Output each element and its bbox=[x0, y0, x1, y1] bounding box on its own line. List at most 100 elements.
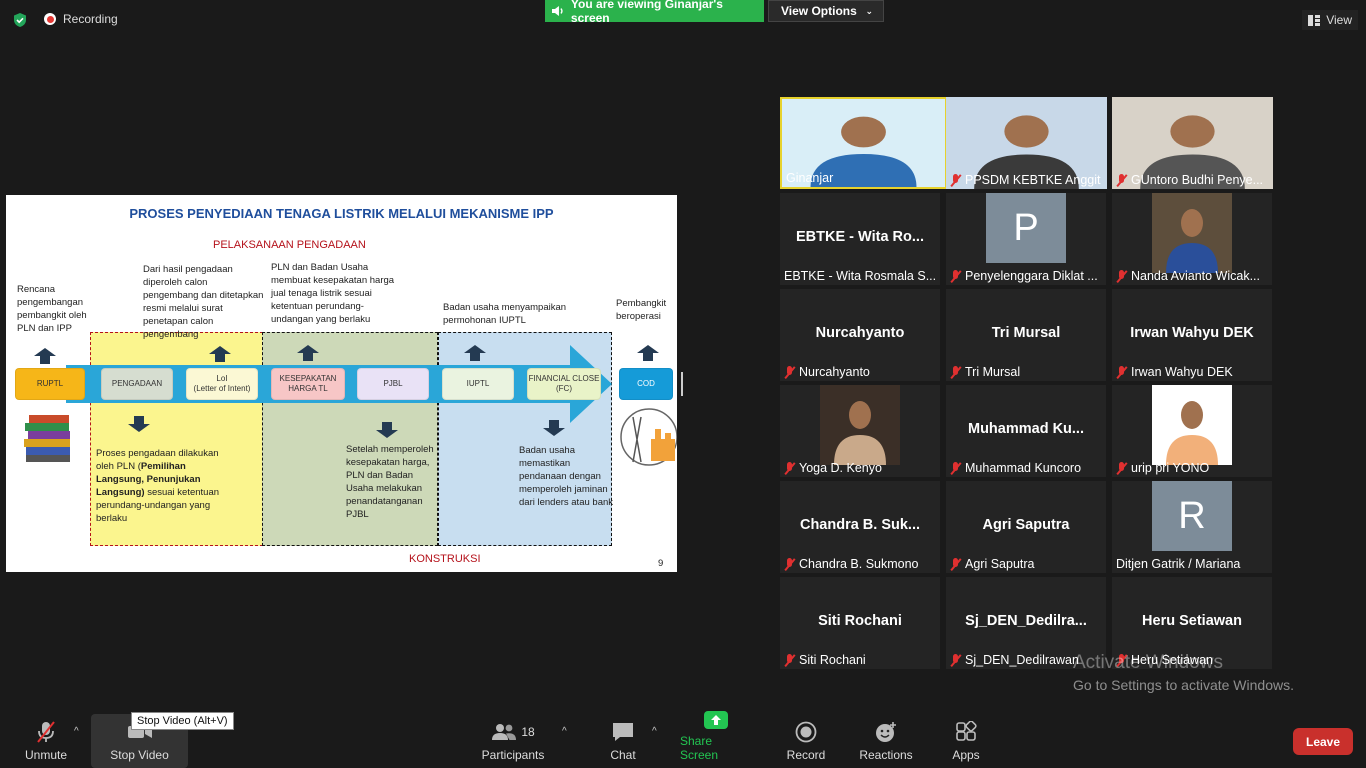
note-rencana: Rencana pengembangan pembangkit oleh PLN… bbox=[17, 284, 87, 334]
participant-name-label: PPSDM KEBTKE Anggit ... bbox=[950, 173, 1103, 187]
participant-name-label: Nurcahyanto bbox=[784, 365, 936, 379]
step-iuptl: IUPTL bbox=[442, 368, 514, 400]
note-badan-iuptl: Badan usaha menyampaikan permohonan IUPT… bbox=[443, 302, 567, 326]
participant-display-name: Chandra B. Suk... bbox=[799, 517, 921, 533]
participant-display-name: Muhammad Ku... bbox=[967, 421, 1084, 437]
participant-name-label: Agri Saputra bbox=[950, 557, 1102, 571]
participants-icon bbox=[492, 724, 517, 740]
participant-tile[interactable]: Nanda Avianto Wicak... bbox=[1112, 193, 1272, 285]
note-hasil: Dari hasil pengadaan diperoleh calon pen… bbox=[143, 264, 264, 340]
unmute-button[interactable]: Unmute bbox=[20, 714, 72, 768]
stop-video-tooltip: Stop Video (Alt+V) bbox=[131, 712, 234, 730]
participant-name-label: Chandra B. Sukmono bbox=[784, 557, 936, 571]
reactions-button[interactable]: Reactions bbox=[858, 714, 914, 768]
participant-name: Siti Rochani bbox=[799, 653, 866, 667]
participant-name: Yoga D. Kenyo bbox=[799, 461, 882, 475]
participant-display-name: EBTKE - Wita Ro... bbox=[796, 229, 924, 245]
participant-name: Penyelenggara Diklat ... bbox=[965, 269, 1098, 283]
participant-video bbox=[1152, 385, 1232, 465]
share-screen-icon bbox=[704, 711, 728, 729]
microphone-muted-icon bbox=[950, 269, 961, 283]
participant-tile[interactable]: Yoga D. Kenyo bbox=[780, 385, 940, 477]
participant-name-label: Ginanjar bbox=[786, 171, 941, 185]
participant-tile[interactable]: Ginanjar bbox=[780, 97, 947, 189]
participant-display-name: Sj_DEN_Dedilra... bbox=[965, 613, 1087, 629]
participant-display-name: Nurcahyanto bbox=[815, 325, 905, 341]
participants-caret[interactable]: ^ bbox=[562, 726, 567, 737]
note-setelah: Setelah memperoleh kesepakatan harga, PL… bbox=[346, 444, 434, 520]
participant-name-label: Muhammad Kuncoro bbox=[950, 461, 1102, 475]
participant-name: Tri Mursal bbox=[965, 365, 1021, 379]
view-options-label: View Options bbox=[781, 4, 857, 18]
participant-tile[interactable]: urip pri YONO bbox=[1112, 385, 1272, 477]
slide-title: PROSES PENYEDIAAN TENAGA LISTRIK MELALUI… bbox=[129, 206, 554, 221]
view-button[interactable]: View bbox=[1302, 10, 1358, 30]
record-button[interactable]: Record bbox=[785, 714, 827, 768]
participant-tile[interactable]: Muhammad Ku... Muhammad Kuncoro bbox=[946, 385, 1106, 477]
participant-name: Nanda Avianto Wicak... bbox=[1131, 269, 1261, 283]
chat-bubble-icon bbox=[613, 723, 633, 741]
reactions-smiley-icon bbox=[876, 722, 896, 742]
view-options-dropdown[interactable]: View Options ⌄ bbox=[768, 0, 884, 22]
participant-video bbox=[1152, 193, 1232, 273]
participant-display-name: Heru Setiawan bbox=[1142, 613, 1242, 629]
microphone-muted-icon bbox=[784, 557, 795, 571]
participant-name: Nurcahyanto bbox=[799, 365, 870, 379]
up-arrow-icon bbox=[464, 345, 486, 361]
participant-tile[interactable]: GUntoro Budhi Penye... bbox=[1112, 97, 1273, 189]
step-loi: LoI (Letter of Intent) bbox=[186, 368, 258, 400]
participants-button[interactable]: 18 Participants bbox=[480, 714, 546, 768]
chat-caret[interactable]: ^ bbox=[652, 726, 657, 737]
participant-name-label: GUntoro Budhi Penye... bbox=[1116, 173, 1269, 187]
audio-options-caret[interactable]: ^ bbox=[74, 726, 79, 737]
step-pjbl: PJBL bbox=[357, 368, 429, 400]
down-arrow-icon bbox=[128, 416, 150, 432]
microphone-muted-icon bbox=[1116, 653, 1127, 667]
speaker-icon bbox=[551, 6, 563, 16]
chat-button[interactable]: Chat bbox=[604, 714, 642, 768]
apps-icon bbox=[956, 721, 977, 741]
note-badan-usaha: Badan usaha memastikan pendanaan dengan … bbox=[519, 445, 614, 508]
participant-name-label: Siti Rochani bbox=[784, 653, 936, 667]
participant-tile[interactable]: EBTKE - Wita Ro...EBTKE - Wita Rosmala S… bbox=[780, 193, 940, 285]
note-proses: Proses pengadaan dilakukan oleh PLN (Pem… bbox=[96, 448, 220, 524]
participant-avatar: R bbox=[1152, 481, 1232, 551]
power-plant-icon bbox=[620, 408, 677, 466]
participant-name-label: urip pri YONO bbox=[1116, 461, 1268, 475]
step-cod: COD bbox=[619, 368, 673, 400]
participant-name: Heru Setiawan bbox=[1131, 653, 1213, 667]
recording-indicator[interactable]: Recording bbox=[44, 12, 118, 26]
view-button-label: View bbox=[1326, 13, 1352, 27]
activate-windows-title: Activate Windows bbox=[1073, 652, 1223, 673]
security-shield-icon[interactable] bbox=[12, 12, 28, 28]
share-screen-label: Share Screen bbox=[680, 734, 719, 762]
share-screen-button[interactable]: Share Screen bbox=[680, 711, 752, 768]
chat-label: Chat bbox=[610, 748, 636, 762]
microphone-muted-icon bbox=[950, 653, 961, 667]
slide-scroll-divider[interactable] bbox=[681, 372, 683, 396]
unmute-label: Unmute bbox=[24, 748, 68, 762]
participant-tile[interactable]: Chandra B. Suk... Chandra B. Sukmono bbox=[780, 481, 940, 573]
note-pln-badan: PLN dan Badan Usaha membuat kesepakatan … bbox=[271, 262, 395, 325]
participant-tile[interactable]: Sj_DEN_Dedilra...Sj_DEN_Dedilrawan bbox=[946, 577, 1106, 669]
leave-button[interactable]: Leave bbox=[1293, 728, 1353, 755]
participant-tile[interactable]: PPSDM KEBTKE Anggit ... bbox=[946, 97, 1107, 189]
recording-label: Recording bbox=[63, 12, 118, 26]
participant-name: urip pri YONO bbox=[1131, 461, 1210, 475]
reactions-label: Reactions bbox=[859, 748, 913, 762]
apps-button[interactable]: Apps bbox=[948, 714, 984, 768]
participant-name: PPSDM KEBTKE Anggit ... bbox=[965, 173, 1103, 187]
participant-video bbox=[1112, 97, 1273, 189]
participant-video bbox=[820, 385, 900, 465]
step-ruptl: RUPTL bbox=[15, 368, 85, 400]
participant-name-label: Yoga D. Kenyo bbox=[784, 461, 936, 475]
step-kesepakatan: KESEPAKATAN HARGA TL bbox=[271, 368, 345, 400]
